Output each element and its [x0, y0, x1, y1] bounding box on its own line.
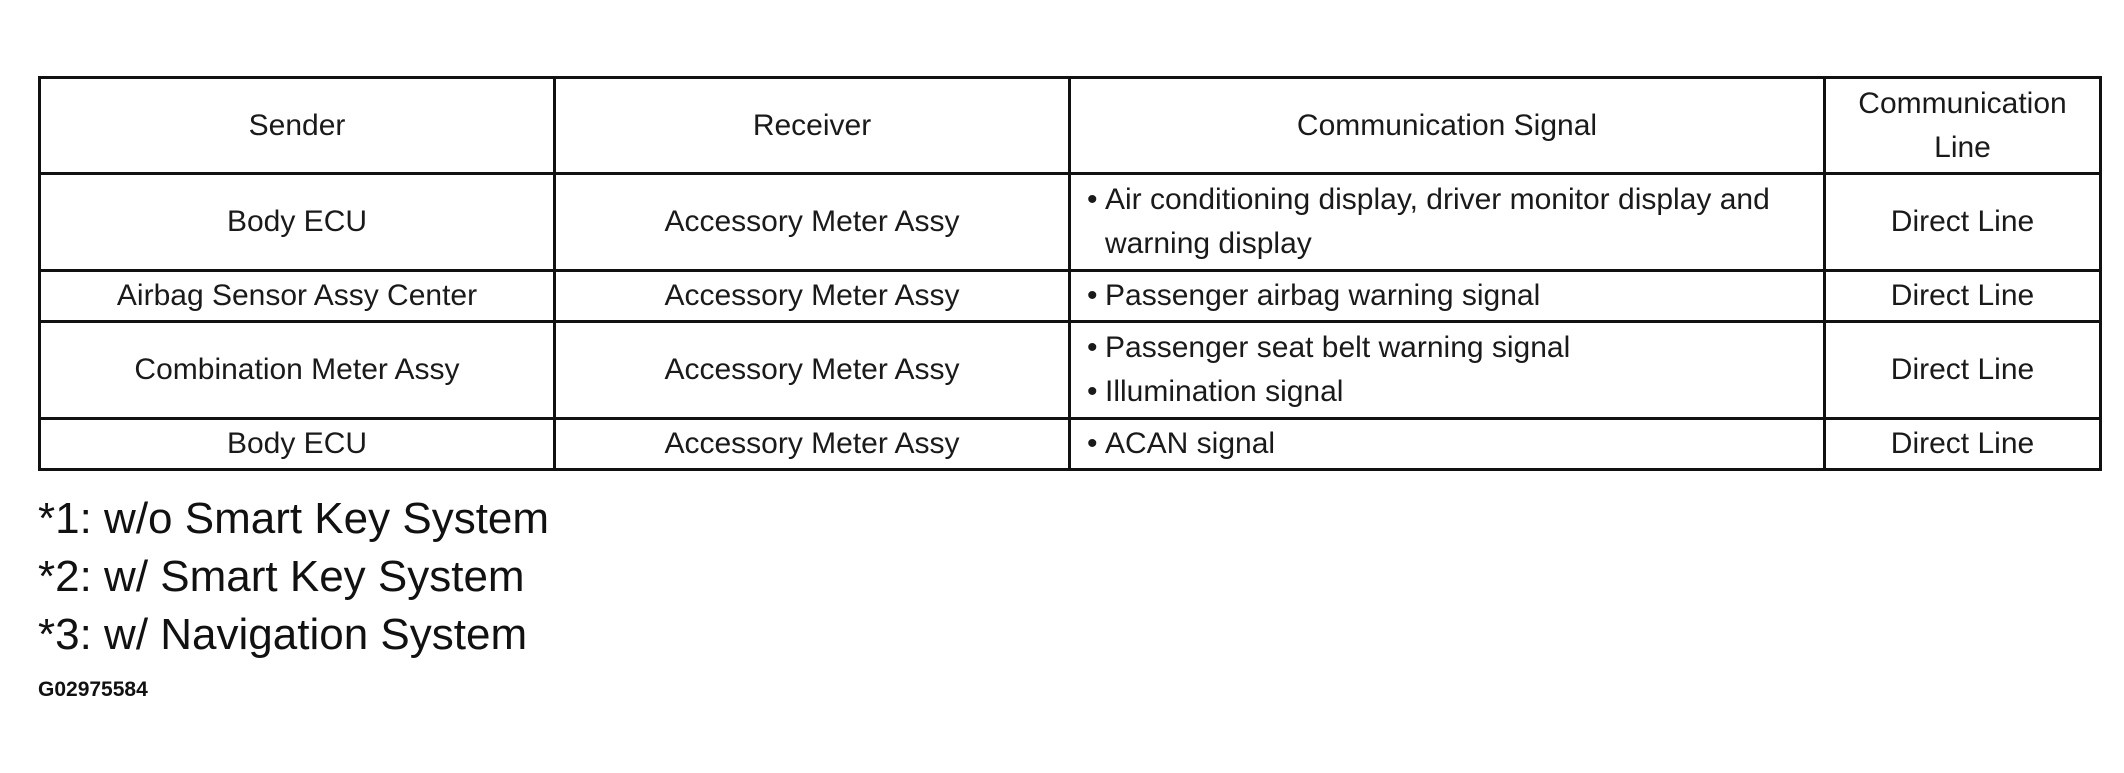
footnotes: *1: w/o Smart Key System *2: w/ Smart Ke…	[38, 490, 549, 664]
signal-item: • Air conditioning display, driver monit…	[1087, 178, 1807, 266]
signal-text: Passenger airbag warning signal	[1105, 279, 1541, 312]
line-cell: Direct Line	[1823, 320, 2102, 420]
footnote-1: *1: w/o Smart Key System	[38, 494, 550, 543]
table-row: Body ECU Accessory Meter Assy • ACAN sig…	[38, 417, 2102, 471]
signal-text: Illumination signal	[1105, 375, 1344, 408]
signal-item: • Illumination signal	[1087, 370, 1807, 414]
signal-cell: • Air conditioning display, driver monit…	[1068, 172, 1826, 272]
footnote-2: *2: w/ Smart Key System	[38, 552, 525, 601]
signal-text: ACAN signal	[1105, 427, 1276, 460]
bullet-icon: •	[1087, 427, 1098, 460]
table-row: Airbag Sensor Assy Center Accessory Mete…	[38, 269, 2102, 323]
sender-cell: Body ECU	[38, 172, 556, 272]
table-row: Combination Meter Assy Accessory Meter A…	[38, 320, 2102, 420]
line-cell: Direct Line	[1823, 269, 2102, 323]
header-communication-signal: Communication Signal	[1068, 76, 1826, 175]
signal-text: Passenger seat belt warning signal	[1105, 331, 1571, 364]
figure-id: G02975584	[38, 678, 148, 701]
line-cell: Direct Line	[1823, 417, 2102, 471]
bullet-icon: •	[1087, 331, 1098, 364]
header-sender: Sender	[38, 76, 556, 175]
signal-text: Air conditioning display, driver monitor…	[1105, 183, 1770, 260]
sender-cell: Body ECU	[38, 417, 556, 471]
bullet-icon: •	[1087, 375, 1098, 408]
receiver-cell: Accessory Meter Assy	[553, 417, 1071, 471]
sender-cell: Airbag Sensor Assy Center	[38, 269, 556, 323]
bullet-icon: •	[1087, 279, 1098, 312]
receiver-cell: Accessory Meter Assy	[553, 320, 1071, 420]
signal-item: • Passenger airbag warning signal	[1087, 274, 1807, 318]
table-header-row: Sender Receiver Communication Signal Com…	[38, 76, 2102, 175]
receiver-cell: Accessory Meter Assy	[553, 172, 1071, 272]
sender-cell: Combination Meter Assy	[38, 320, 556, 420]
signal-cell: • ACAN signal	[1068, 417, 1826, 471]
table-row: Body ECU Accessory Meter Assy • Air cond…	[38, 172, 2102, 272]
signal-cell: • Passenger seat belt warning signal • I…	[1068, 320, 1826, 420]
header-communication-line: Communication Line	[1823, 76, 2102, 175]
footnote-3: *3: w/ Navigation System	[38, 610, 528, 659]
line-cell: Direct Line	[1823, 172, 2102, 272]
signal-cell: • Passenger airbag warning signal	[1068, 269, 1826, 323]
communication-table-container: Sender Receiver Communication Signal Com…	[38, 76, 2102, 471]
signal-item: • Passenger seat belt warning signal	[1087, 326, 1807, 370]
bullet-icon: •	[1087, 183, 1098, 216]
header-receiver: Receiver	[553, 76, 1071, 175]
signal-item: • ACAN signal	[1087, 422, 1807, 466]
receiver-cell: Accessory Meter Assy	[553, 269, 1071, 323]
communication-table: Sender Receiver Communication Signal Com…	[38, 76, 2102, 471]
